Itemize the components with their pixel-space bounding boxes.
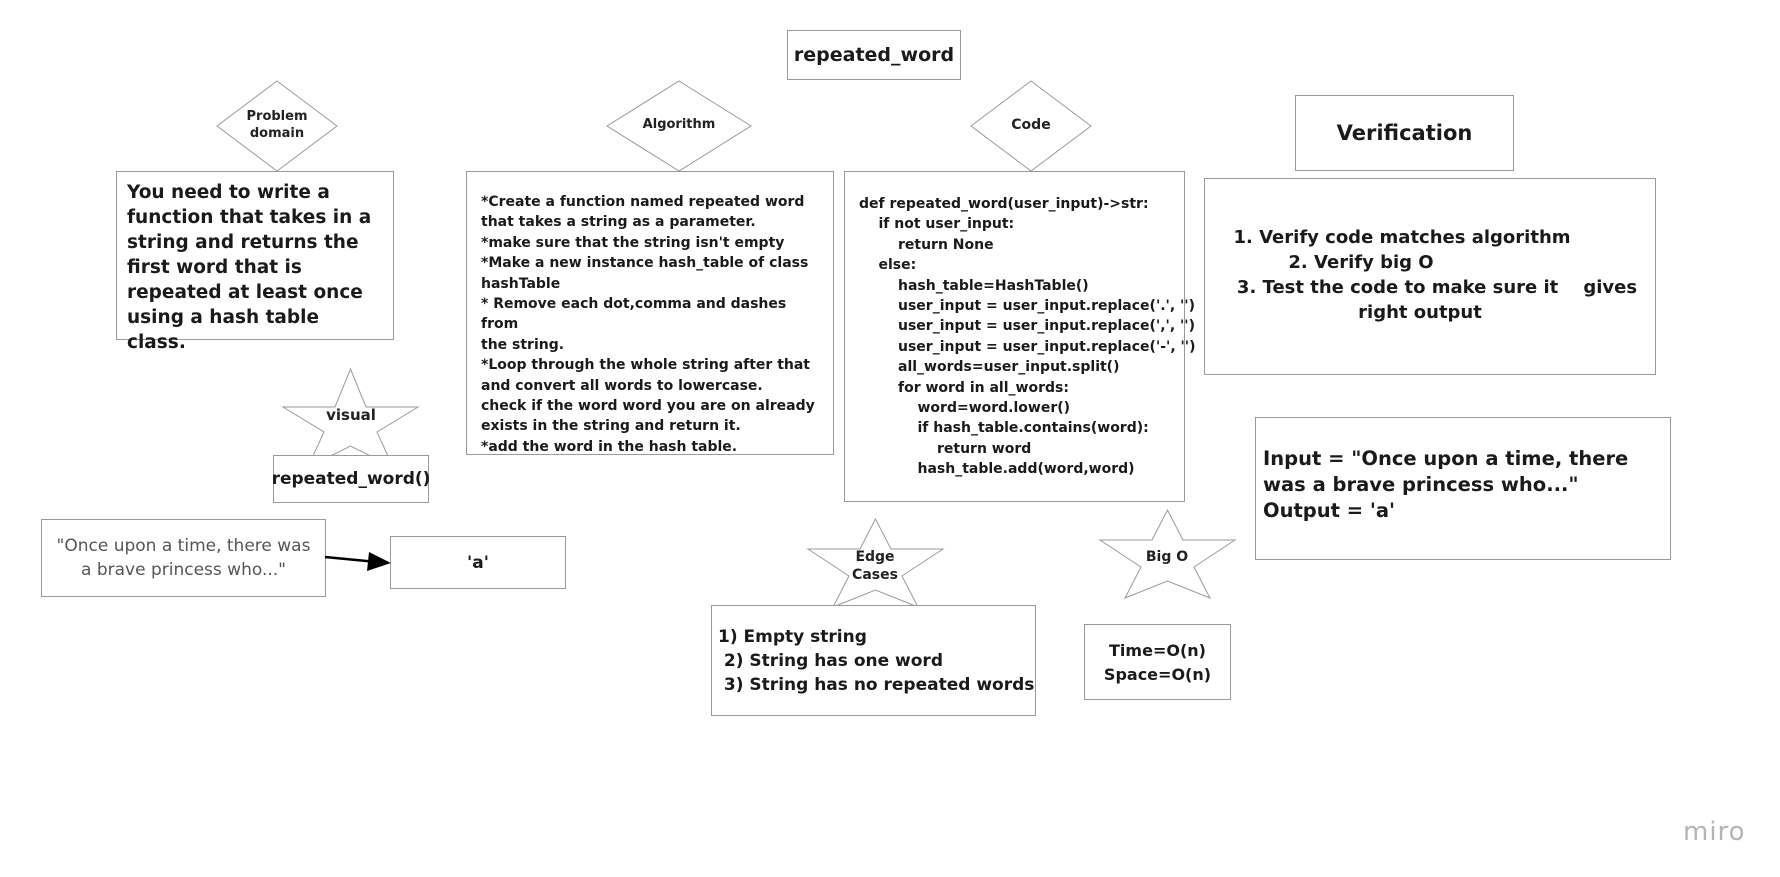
algorithm-line: *add the word in the hash table. (481, 438, 738, 455)
function-box[interactable]: repeated_word() (271, 455, 431, 503)
edge-case-item: 2) String has one word (718, 651, 943, 671)
board-title: repeated_word (793, 44, 955, 66)
problem-domain-text: You need to write a function that takes … (127, 182, 372, 353)
algorithm-box[interactable]: *Create a function named repeated word t… (466, 171, 834, 455)
visual-label: visual (326, 406, 376, 425)
problem-domain-label: Problem domain (246, 109, 308, 141)
edge-cases-box[interactable]: 1) Empty string 2) String has one word 3… (711, 605, 1036, 716)
big-o-label: Big O (1145, 548, 1189, 565)
output-text: 'a' (467, 552, 489, 573)
algorithm-line: exists in the string and return it. (481, 418, 741, 435)
time-complexity: Time=O(n) (1109, 641, 1206, 660)
algorithm-line: *Create a function named repeated word (481, 194, 805, 210)
verification-title: Verification (1336, 121, 1473, 145)
code-line: all_words=user_input.split() (859, 359, 1120, 376)
edge-case-item: 3) String has no repeated words (718, 675, 1035, 695)
code-line: if hash_table.contains(word): (859, 420, 1149, 437)
big-o-box[interactable]: Time=O(n) Space=O(n) (1084, 624, 1231, 700)
title-box[interactable]: repeated_word (787, 30, 961, 80)
function-label: repeated_word() (271, 469, 431, 489)
output-box[interactable]: 'a' (390, 536, 566, 589)
verification-item: 2. Verify big O (1288, 252, 1434, 273)
algorithm-label: Algorithm (642, 116, 716, 132)
code-line: else: (859, 257, 917, 274)
code-line: return None (859, 236, 994, 253)
verification-item: right output (1358, 302, 1482, 323)
algorithm-line: *make sure that the string isn't empty (481, 234, 785, 251)
problem-domain-box[interactable]: You need to write a function that takes … (116, 171, 394, 353)
example-output-line: Output = 'a' (1263, 499, 1395, 522)
code-line: for word in all_words: (859, 379, 1069, 396)
edge-case-item: 1) Empty string (718, 627, 867, 647)
code-line: hash_table.add(word,word) (859, 461, 1135, 478)
miro-logo: miro (1683, 817, 1746, 847)
code-box[interactable]: def repeated_word(user_input)->str: if n… (844, 171, 1196, 502)
input-text: "Once upon a time, there was a brave pri… (56, 536, 311, 580)
verification-item: 1. Verify code matches algorithm (1233, 227, 1571, 248)
algorithm-line: check if the word word you are on alread… (481, 398, 815, 415)
verification-title-box[interactable]: Verification (1295, 95, 1514, 171)
edge-cases-star[interactable] (806, 517, 945, 608)
code-line: user_input = user_input.replace(',', '') (859, 318, 1195, 335)
algorithm-line: and convert all words to lowercase. (481, 377, 763, 394)
flow-arrow (324, 552, 391, 571)
algorithm-line: that takes a string as a parameter. (481, 214, 756, 231)
visual-star[interactable] (281, 367, 420, 469)
algorithm-line: *Loop through the whole string after tha… (481, 357, 810, 374)
code-line: if not user_input: (859, 216, 1015, 233)
space-complexity: Space=O(n) (1103, 665, 1212, 684)
code-line: user_input = user_input.replace('.', '') (859, 298, 1195, 315)
algorithm-line: *Make a new instance hash_table of class (481, 255, 809, 272)
algorithm-line: hashTable (481, 275, 561, 292)
edge-cases-label: Edge Cases (852, 548, 898, 583)
verification-item: 3. Test the code to make sure it gives (1236, 277, 1638, 298)
verification-box[interactable]: 1. Verify code matches algorithm 2. Veri… (1204, 178, 1656, 375)
example-box[interactable]: Input = "Once upon a time, there was a b… (1255, 417, 1671, 560)
code-line: return word (859, 440, 1032, 457)
code-line: user_input = user_input.replace('-', '') (859, 338, 1196, 355)
big-o-star[interactable] (1098, 508, 1237, 599)
code-label: Code (1011, 116, 1051, 133)
algorithm-line: * Remove each dot,comma and dashes from (481, 296, 787, 333)
input-box[interactable]: "Once upon a time, there was a brave pri… (41, 519, 326, 597)
code-line: hash_table=HashTable() (859, 277, 1089, 294)
code-line: def repeated_word(user_input)->str: (859, 196, 1149, 212)
code-line: word=word.lower() (859, 400, 1071, 417)
example-input-line: Input = "Once upon a time, there was a b… (1263, 447, 1629, 496)
algorithm-line: the string. (481, 336, 565, 353)
